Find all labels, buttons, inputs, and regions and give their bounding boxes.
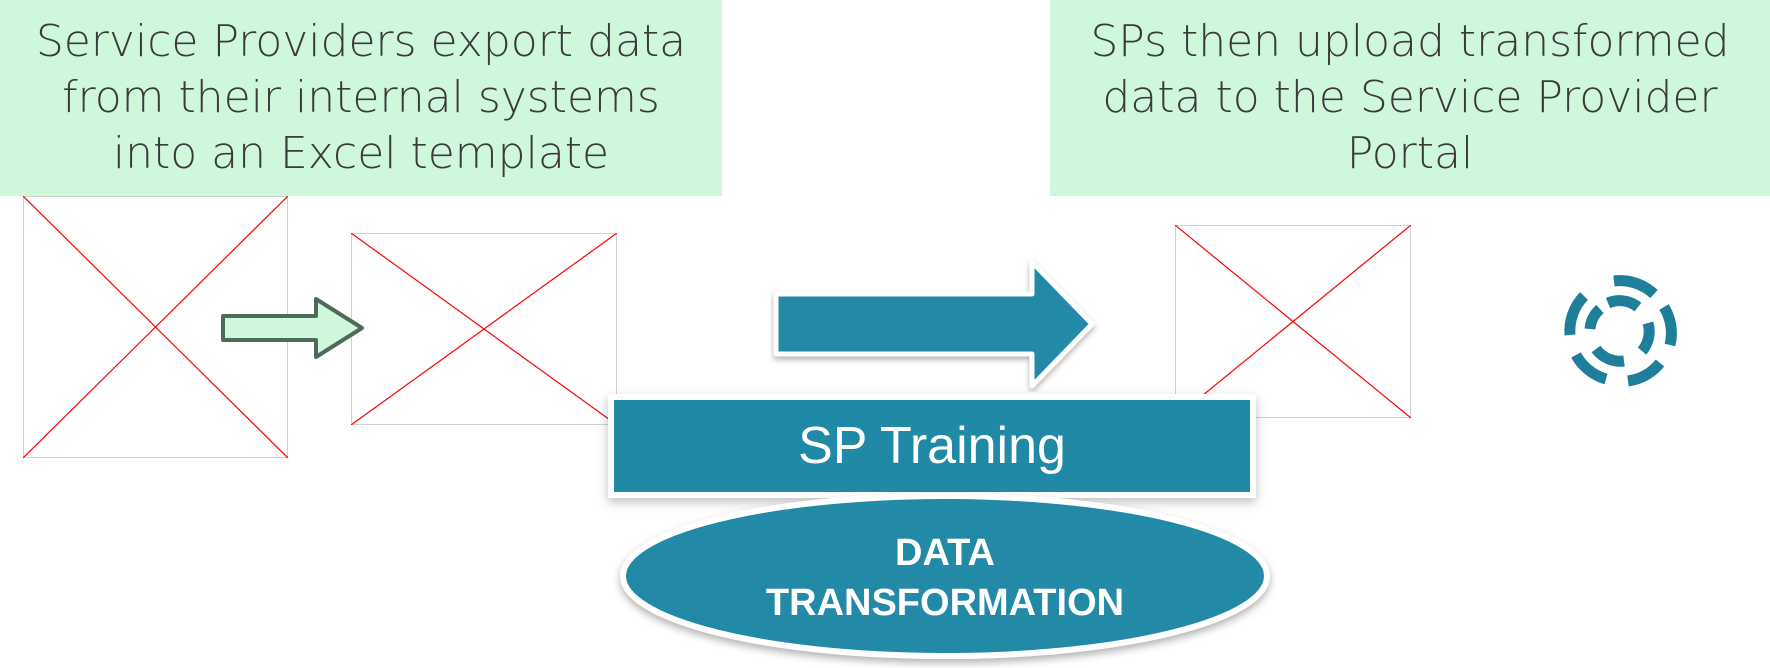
callout-left-line-2: from their internal systems (62, 72, 660, 123)
sp-training-banner: SP Training (614, 400, 1250, 492)
image-placeholder-2 (351, 233, 617, 425)
ellipse-line-1: DATA (895, 532, 995, 574)
ellipse-line-2: TRANSFORMATION (765, 582, 1125, 624)
callout-right-line-3: Portal (1346, 128, 1474, 179)
callout-export-data: Service Providers export data from their… (0, 0, 722, 196)
callout-upload-data: SPs then upload transformed data to the … (1050, 0, 1770, 196)
callout-right-line-1: SPs then upload transformed (1090, 16, 1730, 67)
small-right-arrow-icon (221, 297, 364, 359)
data-transformation-label: DATA TRANSFORMATION (640, 528, 1250, 628)
callout-right-line-2: data to the Service Provider (1102, 72, 1718, 123)
data-transformation-ellipse (620, 493, 1270, 659)
callout-left-line-1: Service Providers export data (35, 16, 687, 67)
organization-logo-icon (1564, 275, 1677, 387)
large-right-arrow-icon (773, 259, 1095, 389)
image-placeholder-3 (1175, 225, 1411, 418)
sp-training-label: SP Training (798, 417, 1066, 475)
callout-left-line-3: into an Excel template (112, 128, 610, 179)
